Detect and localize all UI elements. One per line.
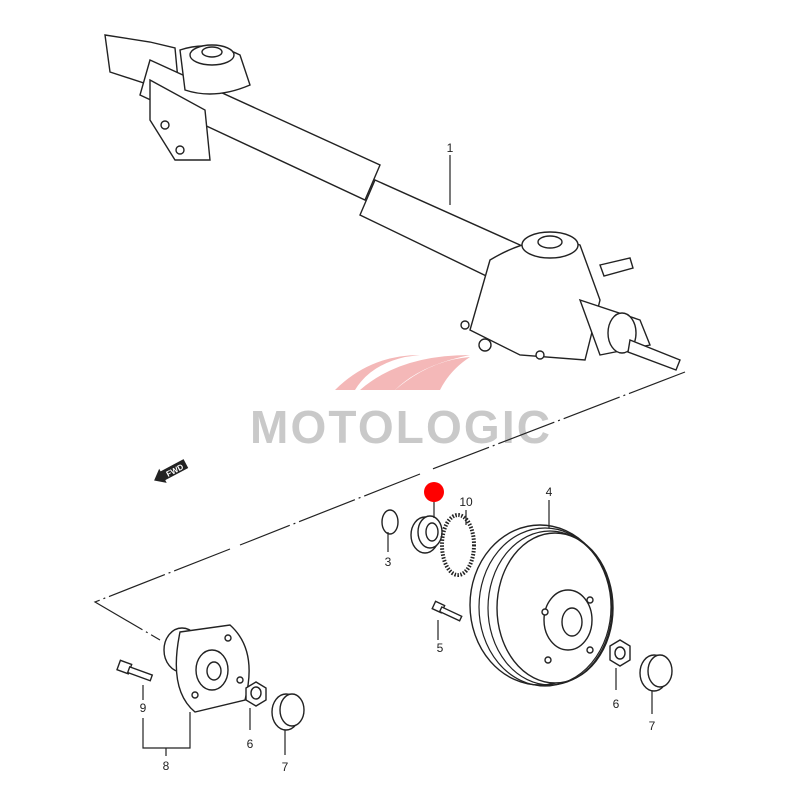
part-label-9: 9 <box>140 701 147 715</box>
hub-nut-left[interactable] <box>245 681 267 707</box>
part-label-3: 3 <box>385 555 392 569</box>
abs-sensor-ring[interactable] <box>440 513 476 577</box>
part-label-7-left: 7 <box>282 760 289 774</box>
wheel-bearing[interactable] <box>410 515 443 554</box>
hub-cap-right[interactable] <box>639 654 673 692</box>
watermark-text: MOTOLOGIC <box>250 401 550 453</box>
part-label-10: 10 <box>459 495 473 509</box>
rear-axle-beam[interactable] <box>104 34 681 371</box>
hub-nut-right[interactable] <box>609 639 631 667</box>
fwd-arrow-icon: FWD <box>154 459 189 483</box>
brake-drum[interactable] <box>469 524 614 687</box>
wheel-hub[interactable] <box>163 624 250 713</box>
watermark-logo <box>335 355 470 390</box>
highlight-marker[interactable] <box>424 482 444 502</box>
hub-bolt[interactable] <box>116 659 154 682</box>
part-label-7-right: 7 <box>649 719 656 733</box>
drum-bolt[interactable] <box>431 600 463 622</box>
part-label-1: 1 <box>447 141 454 155</box>
part-label-5: 5 <box>437 641 444 655</box>
part-label-6-left: 6 <box>247 737 254 751</box>
part-label-4: 4 <box>546 485 553 499</box>
part-label-6-right: 6 <box>613 697 620 711</box>
hub-cap-left[interactable] <box>271 693 305 731</box>
snap-ring[interactable] <box>381 509 399 535</box>
part-label-8: 8 <box>163 759 170 773</box>
